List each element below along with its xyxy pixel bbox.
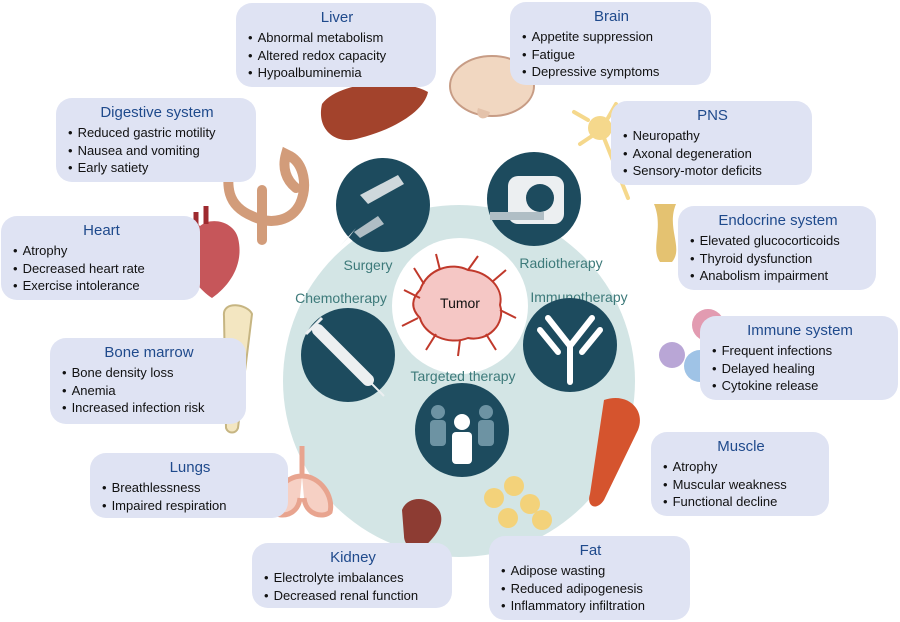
effect-item: Elevated glucocorticoids (690, 232, 866, 250)
effect-item: Altered redox capacity (248, 47, 426, 65)
effect-item: Functional decline (663, 493, 819, 511)
effect-item: Decreased renal function (264, 587, 442, 605)
effect-item: Delayed healing (712, 360, 888, 378)
organ-title: Brain (593, 8, 630, 25)
effect-item: Frequent infections (712, 342, 888, 360)
effect-item: Atrophy (663, 458, 819, 476)
effect-list: Atrophy Muscular weakness Functional dec… (663, 458, 819, 511)
effect-item: Decreased heart rate (13, 260, 190, 278)
organ-box-endocrine: Endocrine system Elevated glucocorticoid… (678, 206, 876, 290)
effect-item: Increased infection risk (62, 399, 236, 417)
organ-box-brain: Brain Appetite suppression Fatigue Depre… (510, 2, 711, 85)
effect-list: Electrolyte imbalances Decreased renal f… (264, 569, 442, 604)
organ-box-muscle: Muscle Atrophy Muscular weakness Functio… (651, 432, 829, 516)
targeted-therapy-label: Targeted therapy (410, 368, 515, 384)
effect-item: Hypoalbuminemia (248, 64, 426, 82)
effect-item: Reduced adipogenesis (501, 580, 680, 598)
effect-item: Exercise intolerance (13, 277, 190, 295)
effect-item: Inflammatory infiltration (501, 597, 680, 615)
effect-list: Atrophy Decreased heart rate Exercise in… (13, 242, 190, 295)
effect-item: Nausea and vomiting (68, 142, 246, 160)
effect-item: Sensory-motor deficits (623, 162, 802, 180)
organ-title: Liver (320, 9, 354, 26)
syringe-icon (304, 316, 385, 397)
organ-box-pns: PNS Neuropathy Axonal degeneration Senso… (611, 101, 812, 185)
organ-title: Fat (579, 542, 602, 559)
effect-item: Anabolism impairment (690, 267, 866, 285)
effect-item: Thyroid dysfunction (690, 250, 866, 268)
organ-title: Bone marrow (104, 344, 194, 361)
effect-list: Neuropathy Axonal degeneration Sensory-m… (623, 127, 802, 180)
tumor-label: Tumor (440, 295, 480, 311)
organ-box-liver: Liver Abnormal metabolism Altered redox … (236, 3, 436, 87)
effect-list: Elevated glucocorticoids Thyroid dysfunc… (690, 232, 866, 285)
organ-title: Endocrine system (718, 212, 838, 229)
effect-item: Early satiety (68, 159, 246, 177)
effect-list: Appetite suppression Fatigue Depressive … (522, 28, 701, 81)
effect-item: Axonal degeneration (623, 145, 802, 163)
tumor-icon (401, 253, 517, 357)
effect-item: Atrophy (13, 242, 190, 260)
organ-title: Heart (83, 222, 120, 239)
effect-list: Breathlessness Impaired respiration (102, 479, 278, 514)
organ-box-digestive: Digestive system Reduced gastric motilit… (56, 98, 256, 182)
organ-box-kidney: Kidney Electrolyte imbalances Decreased … (252, 543, 452, 608)
radiotherapy-label: Radiotherapy (519, 255, 602, 271)
effect-list: Frequent infections Delayed healing Cyto… (712, 342, 888, 395)
therapy-ring (283, 205, 635, 557)
effect-item: Neuropathy (623, 127, 802, 145)
effect-item: Adipose wasting (501, 562, 680, 580)
effect-item: Cytokine release (712, 377, 888, 395)
liver-icon (320, 83, 428, 141)
antibody-icon (537, 315, 603, 385)
organ-box-immune: Immune system Frequent infections Delaye… (700, 316, 898, 400)
organ-box-heart: Heart Atrophy Decreased heart rate Exerc… (1, 216, 200, 300)
effect-item: Fatigue (522, 46, 701, 64)
organ-title: Digestive system (100, 104, 214, 121)
surgery-label: Surgery (343, 257, 392, 273)
organ-title: Immune system (747, 322, 853, 339)
effect-item: Impaired respiration (102, 497, 278, 515)
kidney-icon (402, 498, 442, 552)
organ-box-fat: Fat Adipose wasting Reduced adipogenesis… (489, 536, 690, 620)
organ-title: Lungs (169, 459, 211, 476)
effect-list: Adipose wasting Reduced adipogenesis Inf… (501, 562, 680, 615)
effect-item: Anemia (62, 382, 236, 400)
thyroid-icon (654, 204, 677, 262)
people-icon (430, 405, 494, 464)
surgery-circle (336, 158, 430, 252)
scalpel-icon (340, 175, 404, 246)
effect-item: Muscular weakness (663, 476, 819, 494)
organ-box-bone-marrow: Bone marrow Bone density loss Anemia Inc… (50, 338, 246, 424)
effect-item: Bone density loss (62, 364, 236, 382)
muscle-icon (589, 398, 640, 507)
effect-list: Bone density loss Anemia Increased infec… (62, 364, 236, 417)
intestine-icon (223, 146, 310, 245)
effect-item: Appetite suppression (522, 28, 701, 46)
organ-box-lungs: Lungs Breathlessness Impaired respiratio… (90, 453, 288, 518)
effect-list: Abnormal metabolism Altered redox capaci… (248, 29, 426, 82)
effect-item: Electrolyte imbalances (264, 569, 442, 587)
effect-item: Reduced gastric motility (68, 124, 246, 142)
effect-item: Abnormal metabolism (248, 29, 426, 47)
fat-cells-icon (484, 476, 552, 530)
effect-item: Breathlessness (102, 479, 278, 497)
ct-scanner-icon (490, 176, 564, 224)
organ-title: Muscle (717, 438, 765, 455)
effect-item: Depressive symptoms (522, 63, 701, 81)
chemotherapy-label: Chemotherapy (295, 290, 387, 306)
effect-list: Reduced gastric motility Nausea and vomi… (68, 124, 246, 177)
organ-title: Kidney (330, 549, 376, 566)
organ-title: PNS (697, 107, 728, 124)
